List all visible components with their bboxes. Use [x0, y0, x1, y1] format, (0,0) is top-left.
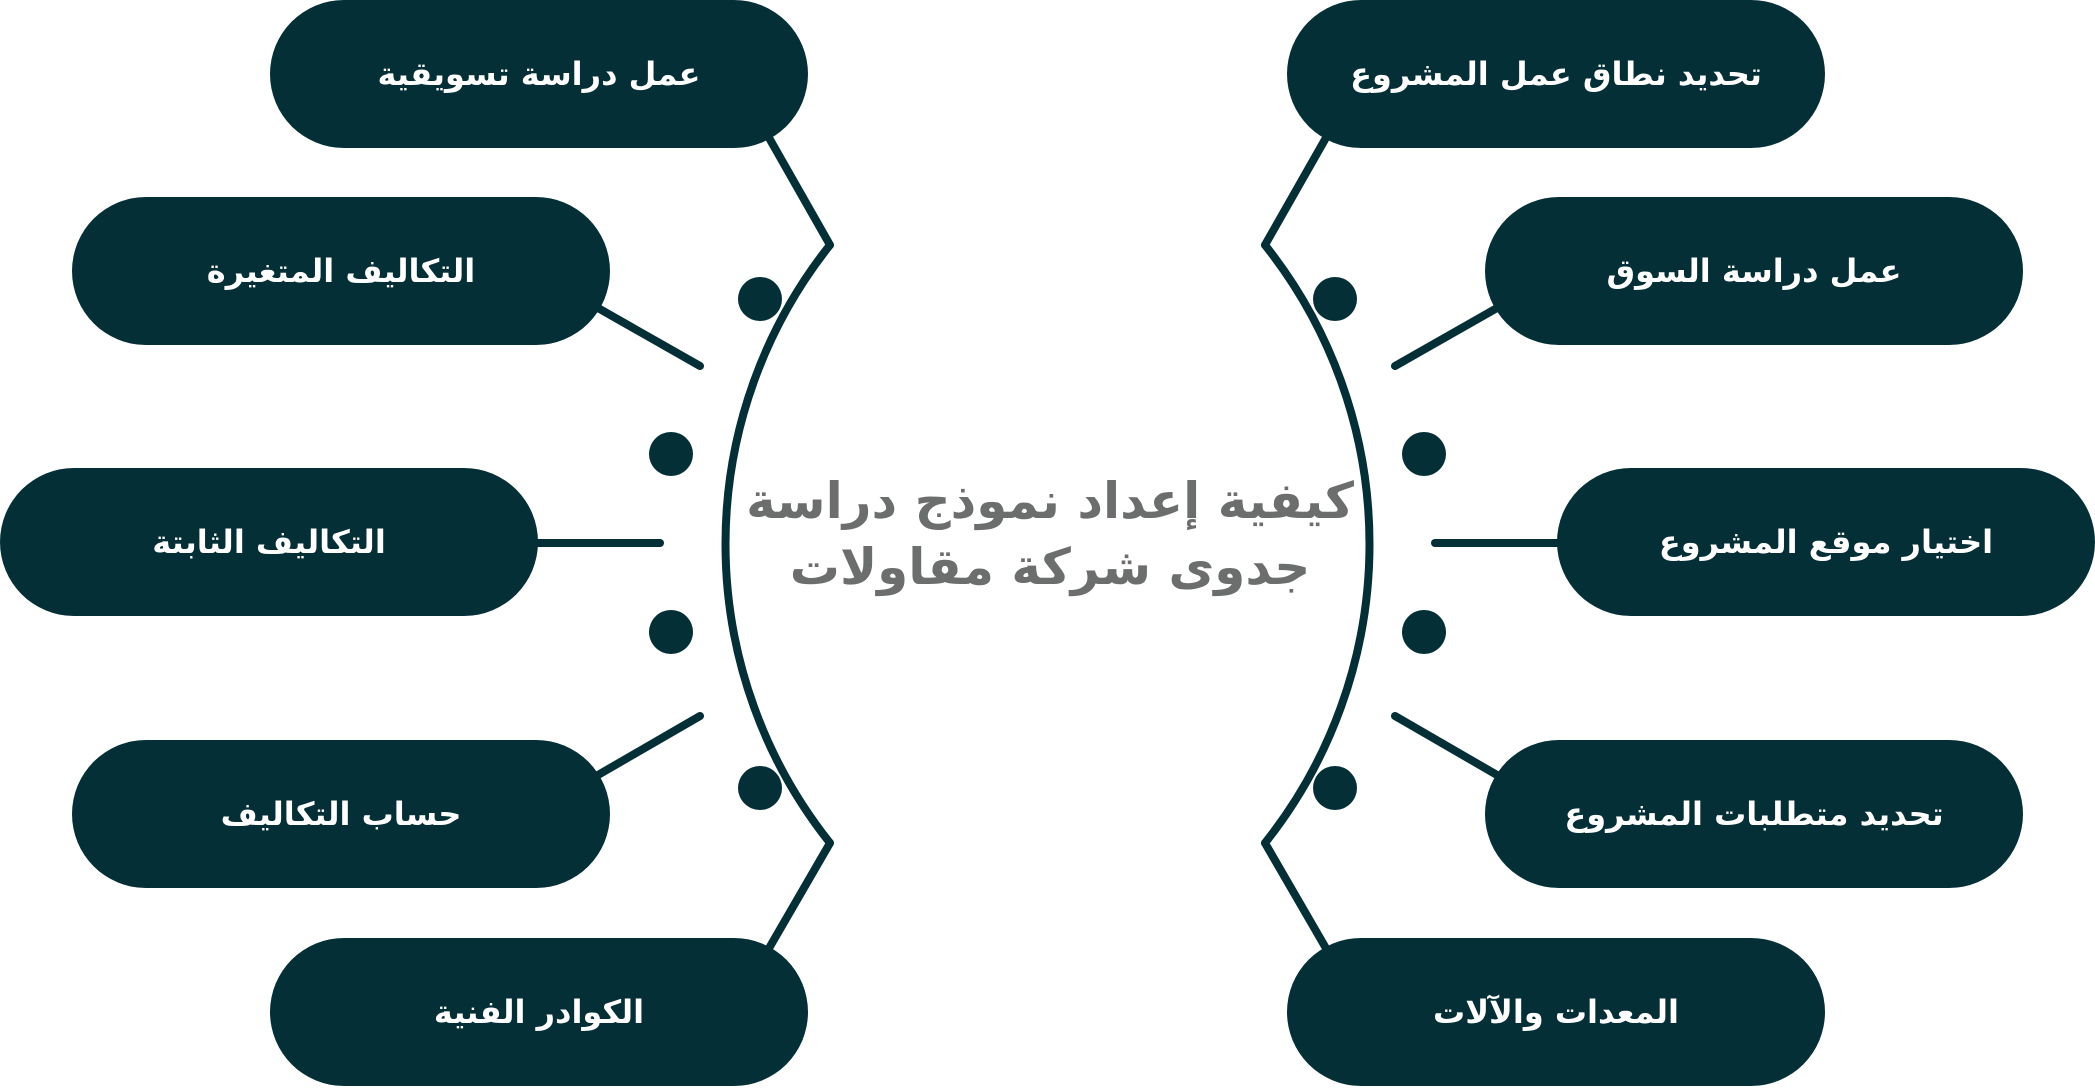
left-arc — [721, 241, 834, 847]
right-node-2 — [1402, 432, 1446, 476]
left-item-2: التكاليف المتغيرة — [72, 197, 610, 345]
right-item-5-label: المعدات والآلات — [1433, 993, 1679, 1031]
right-item-3-label: اختيار موقع المشروع — [1658, 523, 1994, 561]
left-connector-1 — [764, 132, 834, 249]
right-item-1-label: تحديد نطاق عمل المشروع — [1350, 55, 1762, 93]
right-node-3 — [1402, 610, 1446, 654]
diagram-title-line-1: كيفية إعداد نموذج دراسة — [746, 472, 1354, 530]
left-connector-2 — [594, 304, 704, 370]
right-item-4-label: تحديد متطلبات المشروع — [1564, 795, 1944, 833]
right-item-5: المعدات والآلات — [1287, 938, 1825, 1086]
diagram-title: كيفية إعداد نموذج دراسة جدوى شركة مقاولا… — [680, 468, 1420, 600]
left-item-3: التكاليف الثابتة — [0, 468, 538, 616]
right-connector-1 — [1261, 132, 1331, 249]
right-item-2-label: عمل دراسة السوق — [1606, 252, 1902, 290]
right-item-3: اختيار موقع المشروع — [1557, 468, 2095, 616]
left-item-5: الكوادر الفنية — [270, 938, 808, 1086]
left-node-4 — [738, 766, 782, 810]
diagram-title-line-2: جدوى شركة مقاولات — [789, 538, 1311, 596]
left-item-3-label: التكاليف الثابتة — [152, 523, 386, 561]
right-item-1: تحديد نطاق عمل المشروع — [1287, 0, 1825, 148]
right-arc — [1261, 241, 1374, 847]
left-item-4: حساب التكاليف — [72, 740, 610, 888]
left-connector-5 — [764, 839, 834, 954]
left-item-4-label: حساب التكاليف — [220, 795, 462, 833]
right-connector-4 — [1391, 712, 1501, 779]
right-item-4: تحديد متطلبات المشروع — [1485, 740, 2023, 888]
right-node-4 — [1313, 766, 1357, 810]
right-connector-5 — [1261, 839, 1331, 954]
left-node-1 — [738, 277, 782, 321]
left-item-1: عمل دراسة تسويقية — [270, 0, 808, 148]
left-item-1-label: عمل دراسة تسويقية — [377, 55, 701, 93]
left-connector-4 — [594, 712, 704, 779]
left-node-2 — [649, 432, 693, 476]
right-node-1 — [1313, 277, 1357, 321]
right-item-2: عمل دراسة السوق — [1485, 197, 2023, 345]
right-connector-2 — [1391, 304, 1501, 370]
left-item-2-label: التكاليف المتغيرة — [206, 252, 476, 290]
left-node-3 — [649, 610, 693, 654]
left-item-5-label: الكوادر الفنية — [433, 993, 645, 1031]
